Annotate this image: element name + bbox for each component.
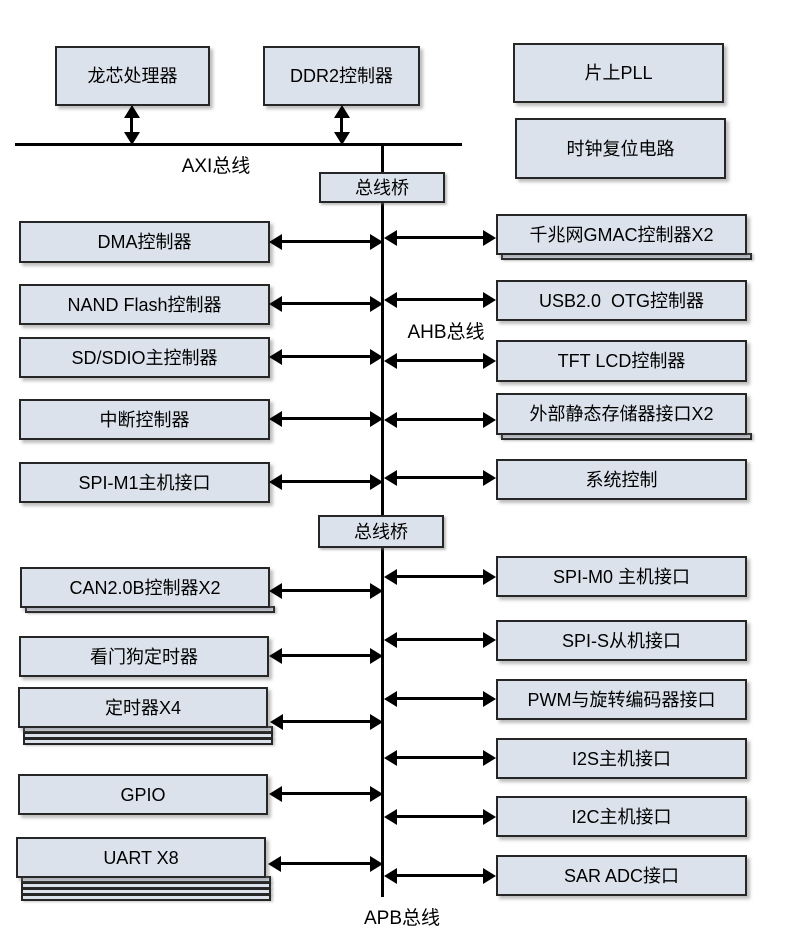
arrow-interrupt-bus [269, 411, 383, 427]
block-loongson-cpu: 龙芯处理器 [55, 46, 210, 106]
block-label: SPI-M1主机接口 [78, 472, 211, 493]
block-label: 龙芯处理器 [87, 66, 178, 86]
block-label: TFT LCD控制器 [557, 351, 686, 371]
block-label: 时钟复位电路 [566, 138, 675, 159]
block-i2s-host: I2S主机接口 [496, 738, 747, 779]
block-ddr2-controller: DDR2控制器 [263, 46, 420, 106]
block-dma-controller: DMA控制器 [19, 221, 270, 263]
arrow-timer-bus [270, 714, 383, 730]
block-usb-otg-controller: USB2.0 OTG控制器 [496, 280, 747, 321]
block-label: 看门狗定时器 [90, 646, 198, 667]
block-system-control: 系统控制 [496, 459, 747, 500]
block-tft-lcd-controller: TFT LCD控制器 [496, 340, 747, 382]
arrow-gpio-bus [269, 786, 383, 802]
block-watchdog-timer: 看门狗定时器 [19, 636, 269, 677]
arrow-sdio-bus [269, 349, 383, 365]
uart-stack-strip [21, 894, 271, 901]
block-uart-x8: UART X8 [16, 837, 266, 878]
arrow-bus-i2s [384, 750, 496, 766]
block-interrupt-controller: 中断控制器 [19, 399, 270, 440]
axi-bus-label: AXI总线 [181, 156, 251, 177]
arrow-bus-saradc [384, 868, 496, 884]
block-on-chip-pll: 片上PLL [513, 43, 724, 103]
block-label: 片上PLL [584, 63, 653, 83]
arrow-dma-bus [269, 234, 383, 250]
arrow-nand-bus [269, 296, 383, 312]
block-label: SPI-M0 主机接口 [552, 566, 690, 587]
block-label: 系统控制 [585, 469, 658, 490]
block-label: 外部静态存储器接口X2 [529, 404, 714, 424]
block-nand-flash-controller: NAND Flash控制器 [19, 284, 270, 325]
block-label: 千兆网GMAC控制器X2 [529, 224, 714, 245]
arrow-bus-sram [384, 412, 496, 428]
block-label: CAN2.0B控制器X2 [69, 577, 221, 598]
block-label: 中断控制器 [99, 409, 190, 430]
block-label: SD/SDIO主控制器 [71, 347, 218, 368]
arrow-watchdog-bus [269, 648, 383, 664]
ahb-bus-label: AHB总线 [407, 322, 485, 343]
block-external-sram-interface-x2: 外部静态存储器接口X2 [496, 393, 747, 435]
block-label: PWM与旋转编码器接口 [527, 689, 716, 710]
block-can-controller-x2: CAN2.0B控制器X2 [20, 567, 270, 608]
block-spi-m0-host: SPI-M0 主机接口 [496, 556, 747, 597]
arrow-bus-tft [384, 353, 496, 369]
arrow-bus-spis [384, 632, 496, 648]
block-label: 总线桥 [355, 177, 409, 198]
arrow-bus-i2c [384, 809, 496, 825]
block-label: GPIO [120, 784, 166, 805]
block-label: SAR ADC接口 [563, 865, 680, 886]
block-label: DDR2控制器 [289, 66, 393, 86]
arrow-bus-syscontrol [384, 470, 496, 486]
block-gpio: GPIO [18, 774, 268, 815]
block-label: 总线桥 [354, 521, 408, 542]
block-bus-bridge-1: 总线桥 [319, 172, 445, 203]
block-timer-x4: 定时器X4 [18, 687, 268, 728]
block-pwm-encoder-interface: PWM与旋转编码器接口 [496, 679, 747, 720]
block-label: USB2.0 OTG控制器 [538, 290, 705, 311]
block-bus-bridge-2: 总线桥 [318, 515, 444, 548]
block-label: UART X8 [103, 847, 179, 868]
arrow-bus-spim0 [384, 569, 496, 585]
block-spi-s-slave: SPI-S从机接口 [496, 620, 747, 661]
apb-bus-label: APB总线 [363, 908, 441, 929]
block-spi-m1-host: SPI-M1主机接口 [19, 462, 270, 503]
arrow-bus-usb [384, 292, 496, 308]
block-label: 定时器X4 [104, 697, 182, 718]
axi-bus-line [15, 143, 462, 146]
arrow-uart-bus [268, 856, 383, 872]
block-label: NAND Flash控制器 [67, 294, 222, 315]
arrow-can-bus [269, 583, 383, 599]
arrow-spim1-bus [269, 474, 383, 490]
block-label: DMA控制器 [97, 232, 192, 252]
arrow-ddr2-axi [334, 105, 350, 145]
timer-stack-strip [23, 738, 273, 745]
block-label: I2C主机接口 [571, 806, 672, 827]
block-i2c-host: I2C主机接口 [496, 796, 747, 837]
block-sar-adc-interface: SAR ADC接口 [496, 855, 747, 896]
arrow-bus-pwm [384, 691, 496, 707]
block-gmac-controller-x2: 千兆网GMAC控制器X2 [496, 214, 747, 255]
block-clock-reset-circuit: 时钟复位电路 [515, 118, 726, 179]
block-sd-sdio-controller: SD/SDIO主控制器 [19, 337, 270, 378]
block-label: SPI-S从机接口 [561, 630, 681, 651]
arrow-bus-gmac [384, 230, 496, 246]
arrow-cpu-axi [124, 105, 140, 145]
block-label: I2S主机接口 [571, 748, 672, 769]
